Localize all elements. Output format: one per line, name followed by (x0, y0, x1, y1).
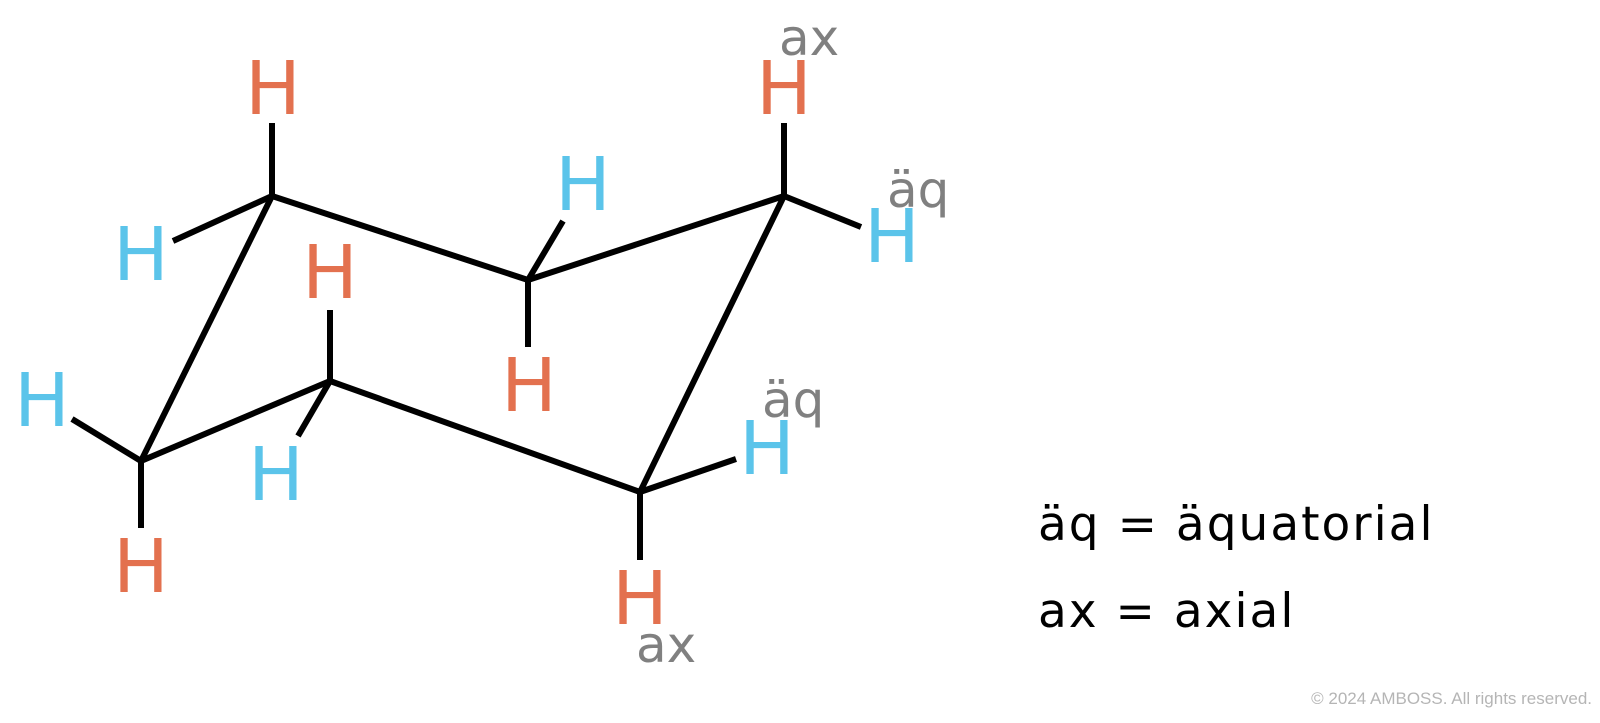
ring-bond (328, 378, 642, 495)
ring-bond (139, 378, 332, 464)
hydrogen-equatorial: H (248, 432, 304, 518)
axial-label: ax (636, 616, 696, 674)
hydrogen-axial: H (501, 343, 557, 429)
equatorial-label: äq (762, 371, 824, 429)
ch-bond-equatorial (525, 219, 566, 282)
hydrogen-axial: H (302, 230, 358, 316)
hydrogen-equatorial: H (14, 358, 70, 444)
ch-bond-equatorial (782, 193, 863, 230)
axial-hydrogens: H H H H H H (113, 46, 812, 642)
ch-bond-equatorial (639, 456, 737, 495)
hydrogen-axial: H (245, 46, 301, 132)
axial-label: ax (779, 9, 839, 67)
ch-bond-equatorial (295, 379, 333, 438)
ring-bonds (138, 193, 787, 495)
hydrogen-equatorial: H (739, 406, 795, 492)
legend-axial: ax = axial (1038, 584, 1295, 639)
equatorial-hydrogens: H H H H H H (14, 142, 920, 518)
ch-bond-equatorial (171, 193, 274, 244)
ring-bond (271, 193, 529, 283)
hydrogen-equatorial: H (555, 142, 611, 228)
copyright-notice: © 2024 AMBOSS. All rights reserved. (1311, 689, 1592, 708)
hydrogen-axial: H (612, 556, 668, 642)
hydrogen-equatorial: H (864, 194, 920, 280)
ring-bond (637, 194, 787, 494)
ch-bonds (70, 123, 863, 560)
hydrogen-axial: H (113, 524, 169, 610)
ch-bond-equatorial (70, 416, 143, 464)
position-labels: ax äq äq ax (636, 9, 949, 674)
hydrogen-equatorial: H (113, 212, 169, 298)
hydrogen-axial: H (756, 46, 812, 132)
legend: äq = äquatorial ax = axial (1038, 497, 1435, 639)
ring-bond (527, 193, 785, 283)
equatorial-label: äq (887, 161, 949, 219)
legend-equatorial: äq = äquatorial (1038, 497, 1435, 552)
ring-bond (138, 194, 275, 463)
